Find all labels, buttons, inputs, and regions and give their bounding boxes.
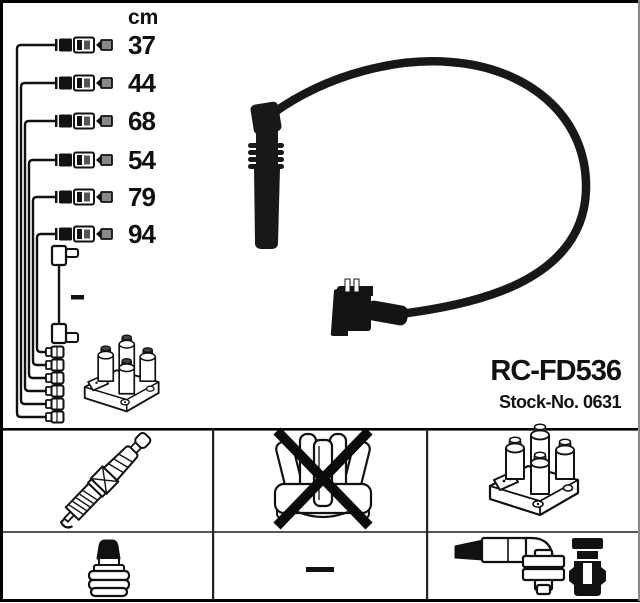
- distributor-cap-icon: [273, 427, 373, 530]
- cable-length-2: 44: [128, 68, 156, 98]
- unit-header: cm: [128, 6, 159, 29]
- cable-length-4: 54: [128, 145, 156, 175]
- cable-length-5: 79: [128, 182, 156, 212]
- product-id-block: RC-FD536 Stock-No. 0631: [490, 355, 622, 412]
- part-number: RC-FD536: [490, 355, 622, 387]
- spark-plug-boot: [248, 101, 284, 249]
- terminal-stack: [45, 345, 65, 424]
- lead-wire: [267, 57, 591, 319]
- cable-length-6: 94: [128, 219, 156, 249]
- frame-top-border: [0, 0, 640, 3]
- cross-icon: [273, 427, 373, 530]
- wire-trunk: [15, 43, 57, 419]
- cable-length-3: 68: [128, 106, 156, 136]
- frame-right-border: [638, 0, 640, 601]
- cable-set-diagram: [15, 36, 160, 424]
- ignition-coil-pack-icon: [488, 423, 580, 517]
- extra-lead: [50, 244, 84, 345]
- dash-icon: [71, 295, 84, 300]
- plug-terminal-nut-icon: [87, 539, 131, 598]
- coil-boot-connector-icon: [569, 538, 606, 596]
- ignition-lead-photo: [248, 57, 591, 336]
- stock-number: Stock-No. 0631: [498, 392, 622, 412]
- spark-plug-icon: [59, 431, 152, 529]
- dash-icon: [306, 567, 334, 572]
- legend-grid: [0, 428, 640, 602]
- cable-length-1: 37: [128, 30, 156, 60]
- elbow-connector-icon: [454, 536, 566, 596]
- frame-left-border: [0, 0, 3, 601]
- ignition-coil-small: [83, 334, 160, 413]
- coil-connector: [330, 278, 409, 336]
- cable-connectors: [54, 36, 113, 243]
